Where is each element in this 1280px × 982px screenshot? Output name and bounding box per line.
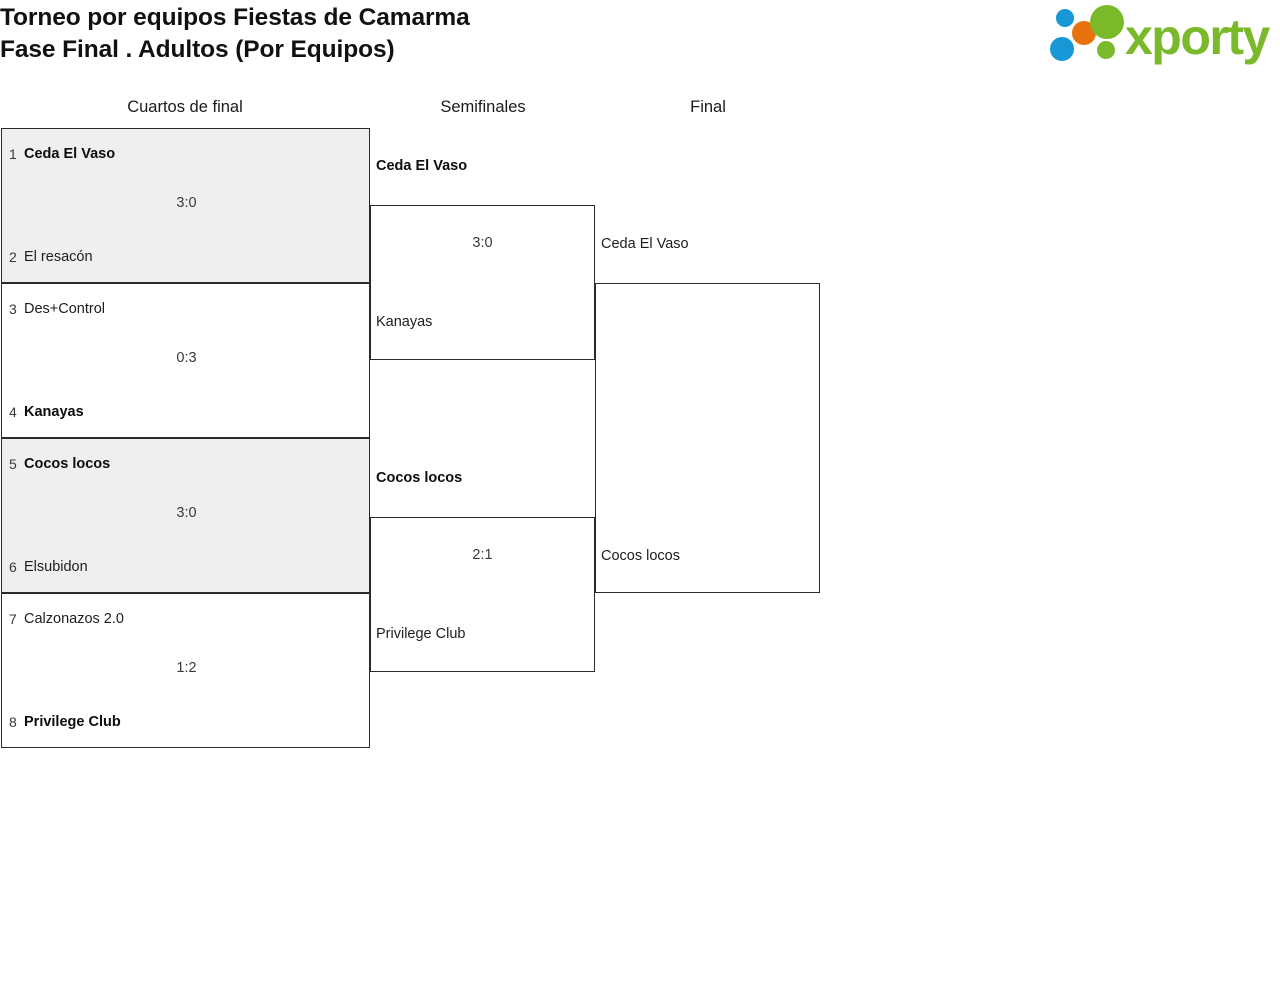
match-slot-bottom[interactable]: 6 Elsubidon: [2, 554, 369, 580]
team-name: Kanayas: [24, 404, 84, 420]
seed-number: 1: [9, 146, 17, 162]
semifinal-2-score: 2:1: [472, 547, 493, 563]
team-name: Calzonazos 2.0: [24, 611, 124, 627]
final-match[interactable]: [595, 283, 820, 593]
quarterfinal-match-2[interactable]: 3 Des+Control 0:3 4 Kanayas: [1, 283, 370, 438]
match-slot-top[interactable]: 1 Ceda El Vaso: [2, 141, 369, 167]
match-slot-bottom[interactable]: 8 Privilege Club: [2, 709, 369, 735]
final-team-top[interactable]: Ceda El Vaso: [601, 236, 689, 252]
logo-dot-blue-large: [1050, 37, 1074, 61]
semifinal-1-score: 3:0: [472, 235, 493, 251]
page-title: Torneo por equipos Fiestas de Camarma Fa…: [0, 4, 470, 63]
xporty-logo: xporty: [1045, 4, 1277, 68]
seed-number: 6: [9, 559, 17, 575]
semifinal-1-team-top[interactable]: Ceda El Vaso: [376, 158, 468, 174]
seed-number: 3: [9, 301, 17, 317]
team-name: El resacón: [24, 249, 93, 265]
team-name: Ceda El Vaso: [24, 146, 116, 162]
round-header-final: Final: [690, 98, 726, 116]
seed-number: 2: [9, 249, 17, 265]
logo-dot-green-big: [1090, 5, 1124, 39]
match-slot-top[interactable]: 3 Des+Control: [2, 296, 369, 322]
logo-dot-green-small: [1097, 41, 1115, 59]
team-name: Des+Control: [24, 301, 105, 317]
seed-number: 8: [9, 714, 17, 730]
logo-dot-orange: [1072, 21, 1096, 45]
logo-wordmark: xporty: [1125, 9, 1271, 65]
team-name: Privilege Club: [24, 714, 121, 730]
seed-number: 5: [9, 456, 17, 472]
seed-number: 4: [9, 404, 17, 420]
match-score: 0:3: [176, 350, 197, 366]
semifinal-1-team-bottom[interactable]: Kanayas: [376, 314, 433, 330]
team-name: Cocos locos: [24, 456, 111, 472]
match-slot-top[interactable]: 5 Cocos locos: [2, 451, 369, 477]
semifinal-2-team-top[interactable]: Cocos locos: [376, 470, 463, 486]
seed-number: 7: [9, 611, 17, 627]
match-score: 3:0: [176, 195, 197, 211]
quarterfinal-match-4[interactable]: 7 Calzonazos 2.0 1:2 8 Privilege Club: [1, 593, 370, 748]
match-score: 1:2: [176, 660, 197, 676]
match-slot-bottom[interactable]: 2 El resacón: [2, 244, 369, 270]
quarterfinal-match-3[interactable]: 5 Cocos locos 3:0 6 Elsubidon: [1, 438, 370, 593]
logo-dot-blue-small: [1056, 9, 1074, 27]
final-team-bottom[interactable]: Cocos locos: [601, 548, 680, 564]
semifinal-2-team-bottom[interactable]: Privilege Club: [376, 626, 466, 642]
team-name: Elsubidon: [24, 559, 88, 575]
semifinal-match-1[interactable]: [370, 205, 595, 360]
round-header-quarterfinals: Cuartos de final: [127, 98, 243, 116]
quarterfinal-match-1[interactable]: 1 Ceda El Vaso 3:0 2 El resacón: [1, 128, 370, 283]
match-slot-bottom[interactable]: 4 Kanayas: [2, 399, 369, 425]
match-score: 3:0: [176, 505, 197, 521]
match-slot-top[interactable]: 7 Calzonazos 2.0: [2, 606, 369, 632]
round-header-semifinals: Semifinales: [440, 98, 526, 116]
semifinal-match-2[interactable]: [370, 517, 595, 672]
